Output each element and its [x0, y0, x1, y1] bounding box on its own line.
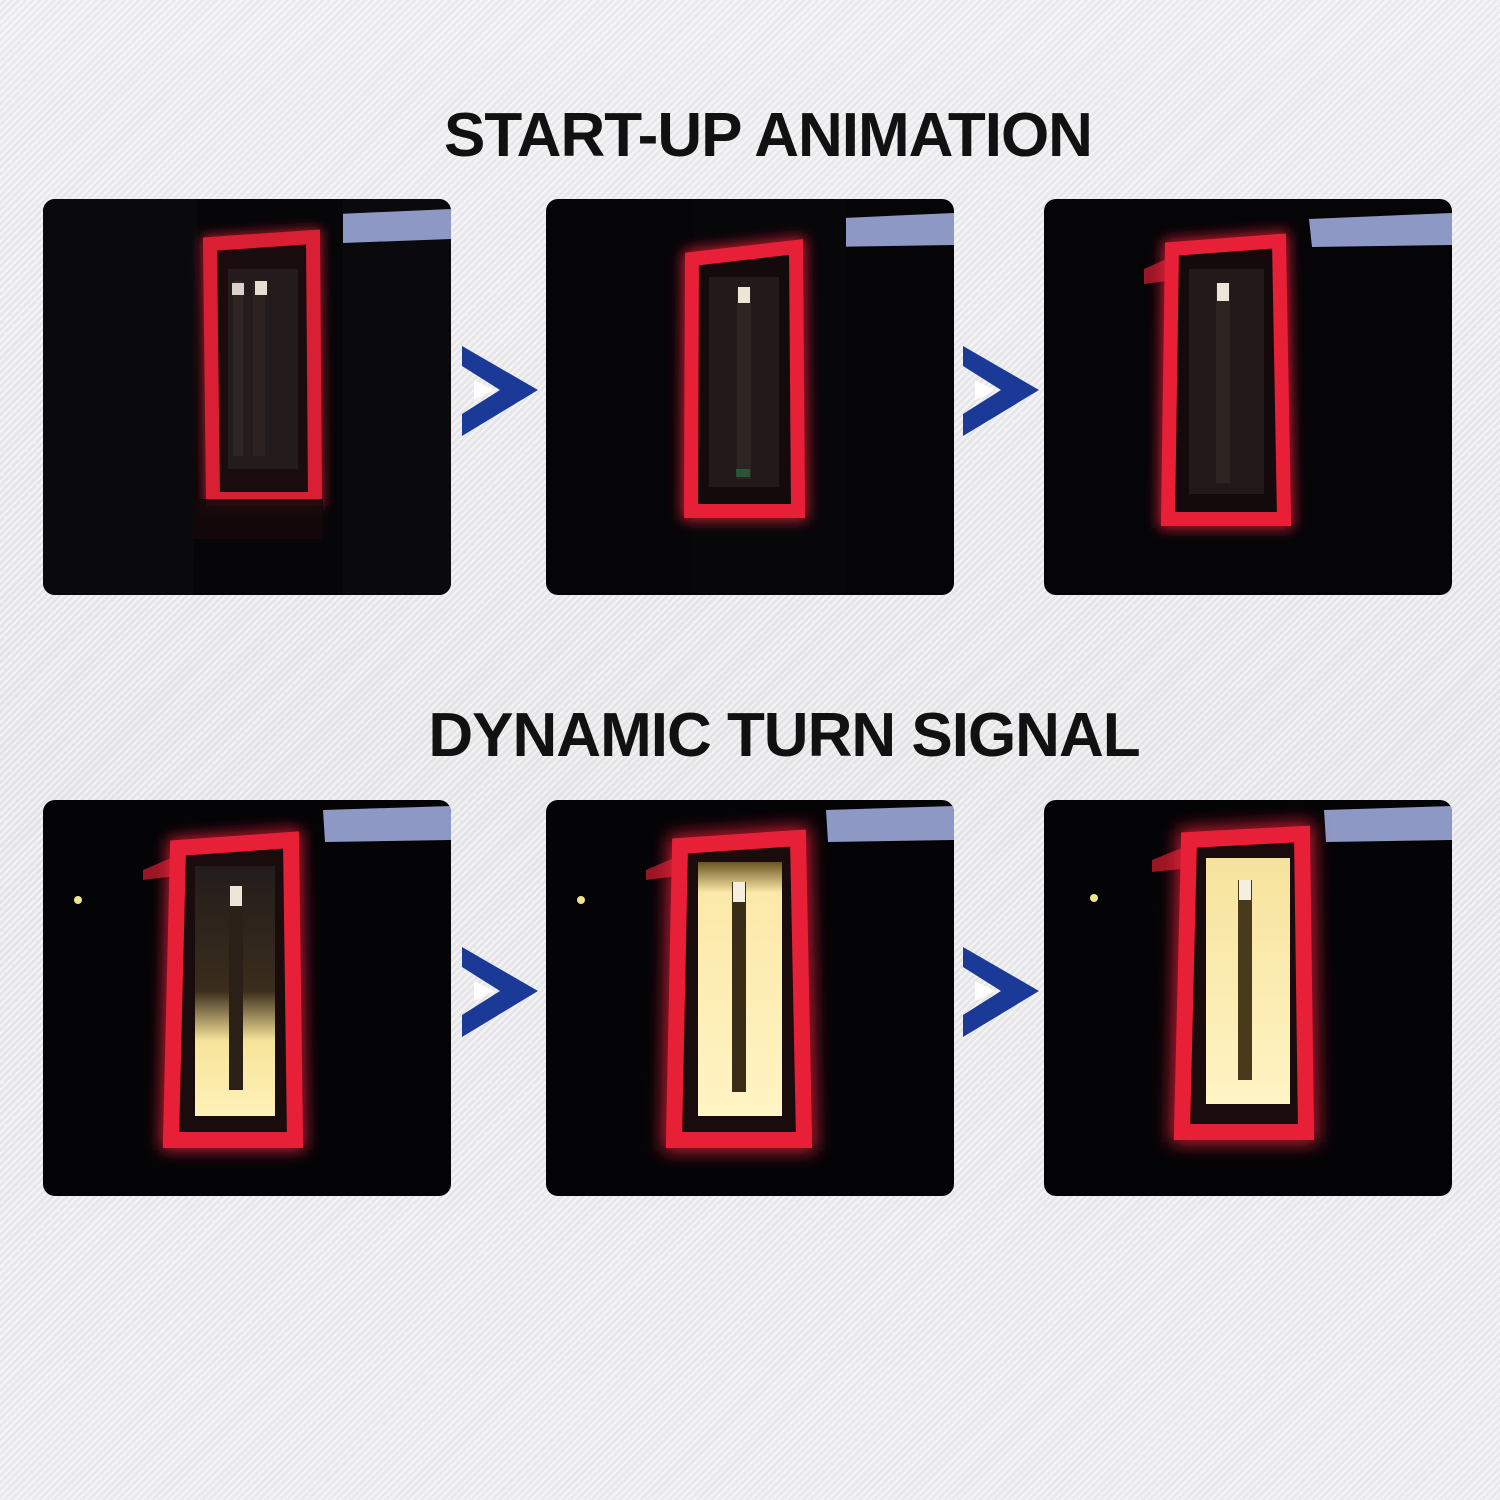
chevron-right-icon	[462, 346, 538, 436]
chevron-right-icon	[963, 947, 1039, 1037]
turn-signal-frame-1-photo	[43, 800, 451, 1196]
turn-signal-frame-2-photo	[546, 800, 954, 1196]
startup-frame-1-photo	[43, 199, 451, 595]
chevron-right-icon	[963, 346, 1039, 436]
startup-frame-2-photo	[546, 199, 954, 595]
section-title-turn-signal: DYNAMIC TURN SIGNAL	[428, 701, 1140, 770]
turn-signal-frame-3-photo	[1044, 800, 1452, 1196]
chevron-right-icon	[462, 947, 538, 1037]
startup-frame-3-photo	[1044, 199, 1452, 595]
section-title-startup: START-UP ANIMATION	[444, 101, 1093, 170]
